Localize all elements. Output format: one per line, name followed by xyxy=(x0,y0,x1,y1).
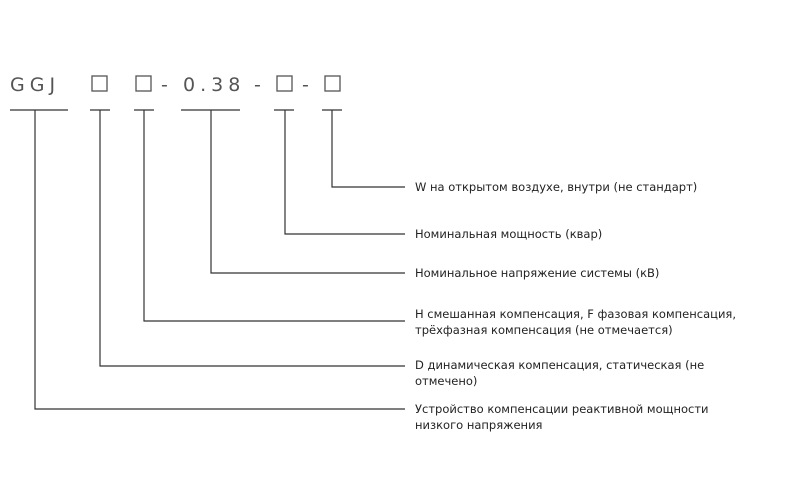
desc-rated-capacity-line-1: Номинальная мощность (квар) xyxy=(415,227,602,241)
desc-compensation-type-line-1: D динамическая компенсация, статическая … xyxy=(415,358,704,372)
desc-device: Устройство компенсации реактивной мощнос… xyxy=(415,402,712,432)
desc-rated-capacity: Номинальная мощность (квар) xyxy=(415,227,602,241)
code-dash-2: - xyxy=(254,74,266,96)
desc-device-line-1: Устройство компенсации реактивной мощнос… xyxy=(415,402,709,416)
desc-compensation-type: D динамическая компенсация, статическая … xyxy=(415,358,708,388)
placeholder-box-compensation-type xyxy=(91,75,108,92)
desc-installation-line-1: W на открытом воздухе, внутри (не станда… xyxy=(415,180,697,194)
placeholder-box-compensation-mode xyxy=(135,75,152,92)
leader-line-rated-voltage xyxy=(210,110,405,274)
leader-line-compensation-type xyxy=(99,110,405,367)
desc-compensation-mode-line-2: трёхфазная компенсация (не отмечается) xyxy=(415,323,673,337)
desc-installation: W на открытом воздухе, внутри (не станда… xyxy=(415,180,697,194)
desc-rated-voltage-line-1: Номинальное напряжение системы (кВ) xyxy=(415,266,659,280)
leader-line-compensation-mode xyxy=(143,110,405,322)
leader-line-rated-capacity xyxy=(284,110,405,235)
leader-line-installation xyxy=(331,110,405,188)
placeholder-box-installation xyxy=(324,75,341,92)
placeholder-box-rated-capacity xyxy=(276,75,293,92)
desc-compensation-mode-line-1: H смешанная компенсация, F фазовая компе… xyxy=(415,307,736,321)
code-dash-3: - xyxy=(302,74,314,96)
desc-device-line-2: низкого напряжения xyxy=(415,418,542,432)
desc-rated-voltage: Номинальное напряжение системы (кВ) xyxy=(415,266,659,280)
code-prefix: GGJ xyxy=(10,74,60,96)
leader-line-device xyxy=(34,110,405,410)
code-voltage: 0.38 xyxy=(183,74,245,96)
code-dash-1: - xyxy=(161,74,173,96)
desc-compensation-mode: H смешанная компенсация, F фазовая компе… xyxy=(415,307,740,337)
desc-compensation-type-line-2: отмечено) xyxy=(415,374,477,388)
